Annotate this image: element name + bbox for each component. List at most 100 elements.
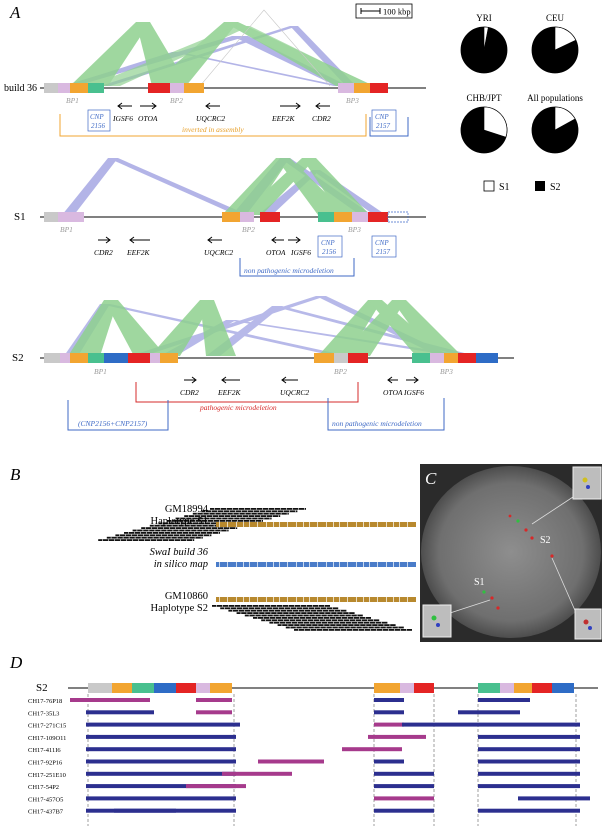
s1-bp2: BP2 (242, 225, 255, 234)
clone-row: CH17-92P16 (28, 759, 580, 767)
clone-segment (196, 698, 232, 702)
clone-segment (222, 771, 292, 776)
clone-label: CH17-76P18 (28, 698, 62, 705)
inverted-bracket (59, 114, 367, 137)
clone-row: CH17-437B7 (28, 808, 580, 816)
clone-label: CH17-457O5 (28, 796, 63, 803)
inverted-annotation: inverted in assembly (182, 125, 244, 134)
combined-cnp-annotation: (CNP2156+CNP2157) (78, 419, 148, 428)
clone-segment (478, 698, 530, 702)
gene-uqcrc2: UQCRC2 (196, 114, 225, 123)
panel-d-label: D (9, 653, 23, 672)
gene-cdr2: CDR2 (312, 114, 331, 123)
s2-bp3: BP3 (440, 367, 453, 376)
pie-label: CEU (546, 13, 565, 23)
s1-cnp2157-line2: 2157 (376, 248, 391, 256)
legend-s1-swatch (483, 180, 495, 192)
combined-cnp-bracket (67, 400, 169, 431)
build36-blocks (44, 83, 388, 93)
clone-segment (478, 759, 580, 764)
optical-maps (98, 508, 416, 631)
build36-bp2: BP2 (170, 96, 183, 105)
clone-segment (374, 722, 404, 727)
s1-gene-igsf6: IGSF6 (290, 248, 311, 257)
clone-segment (478, 747, 580, 752)
clone-label: CH17-109O11 (28, 735, 66, 742)
legend-s1-label: S1 (499, 182, 510, 193)
s1-gene-eef2k: EEF2K (126, 248, 150, 257)
clone-segment (86, 734, 236, 739)
clone-segment (374, 698, 404, 702)
clone-segment (374, 771, 434, 776)
pathogenic-annotation: pathogenic microdeletion (199, 403, 277, 412)
build36-gene-arrows (117, 102, 330, 110)
gm10860-label: GM10860 (165, 591, 208, 602)
gene-otoa: OTOA (138, 114, 158, 123)
pie-all-populations: All populations (527, 93, 583, 154)
s1-bp1: BP1 (60, 225, 73, 234)
s2-nonpath-annotation: non pathogenic microdeletion (332, 419, 422, 428)
pie-s1-slice (554, 26, 577, 51)
clone-row: CH17-271C15 (28, 722, 580, 730)
s1-cnp2156-line1: CNP (321, 239, 335, 247)
s1-gene-arrows (98, 236, 301, 244)
pie-s1-slice (554, 106, 576, 131)
panel-b-label: B (10, 465, 21, 484)
build36-bp3: BP3 (346, 96, 359, 105)
s1-cnp2157-line1: CNP (375, 239, 389, 247)
clone-segment (86, 771, 236, 776)
pie-legend: S1 S2 (483, 180, 561, 193)
gm18994-label: GM18994 (165, 504, 209, 515)
clone-row: CH17-411I6 (28, 747, 580, 754)
nucleus (421, 466, 601, 638)
swal-label: SwaI build 36 (150, 547, 209, 558)
clone-segment (196, 710, 232, 715)
panel-a-label: A (9, 3, 21, 22)
clone-segment (86, 784, 236, 789)
clone-segment (114, 808, 176, 813)
s2-gene-eef2k: EEF2K (217, 388, 241, 397)
pie-label: All populations (527, 93, 583, 103)
cnp2156-line1: CNP (90, 113, 104, 121)
s1-gene-uqcrc2: UQCRC2 (204, 248, 233, 257)
clone-segment (368, 734, 426, 739)
insilico-map-track (216, 561, 416, 568)
s1-gene-cdr2: CDR2 (94, 248, 113, 257)
clone-segment (374, 796, 434, 801)
clone-row: CH17-457O5 (28, 796, 590, 803)
s2-nonpath-bracket (327, 398, 445, 431)
legend-s2-swatch (535, 181, 545, 191)
scale-bar-label: 100 kbp (383, 7, 411, 17)
panel-d-haplotype: S2 (36, 682, 48, 694)
clone-label: CH17-251E10 (28, 772, 66, 779)
clone-label: CH17-35L3 (28, 710, 59, 717)
clone-segment (484, 722, 580, 727)
cnp2157-line1: CNP (375, 113, 389, 121)
s2-bp2: BP2 (334, 367, 347, 376)
s1-blocks (44, 211, 409, 223)
clone-label: CH17-411I6 (28, 747, 61, 754)
pie-s1-slice (483, 26, 489, 51)
pie-label: CHB/JPT (466, 93, 502, 103)
s1-label: S1 (14, 211, 26, 223)
clone-segment (458, 710, 520, 715)
build36-label: build 36 (4, 83, 37, 94)
pathogenic-bracket (135, 382, 359, 403)
insilico-label: in silico map (154, 559, 208, 570)
clone-segment (374, 808, 434, 813)
fish-s2-label: S2 (540, 535, 551, 546)
clone-segment (478, 771, 580, 776)
clone-segment (86, 759, 236, 764)
s2-gene-otoa: OTOA (383, 388, 403, 397)
s2-label: S2 (12, 352, 24, 364)
haplotype-s1-track (216, 521, 416, 528)
haplotype-s2-track (216, 596, 416, 603)
s2-green-links (68, 300, 462, 356)
clone-segment (478, 784, 580, 789)
panel-d-blocks (88, 683, 574, 693)
clone-segment (518, 796, 590, 801)
clone-label: CH17-54P2 (28, 784, 59, 791)
clone-segment (86, 710, 154, 715)
